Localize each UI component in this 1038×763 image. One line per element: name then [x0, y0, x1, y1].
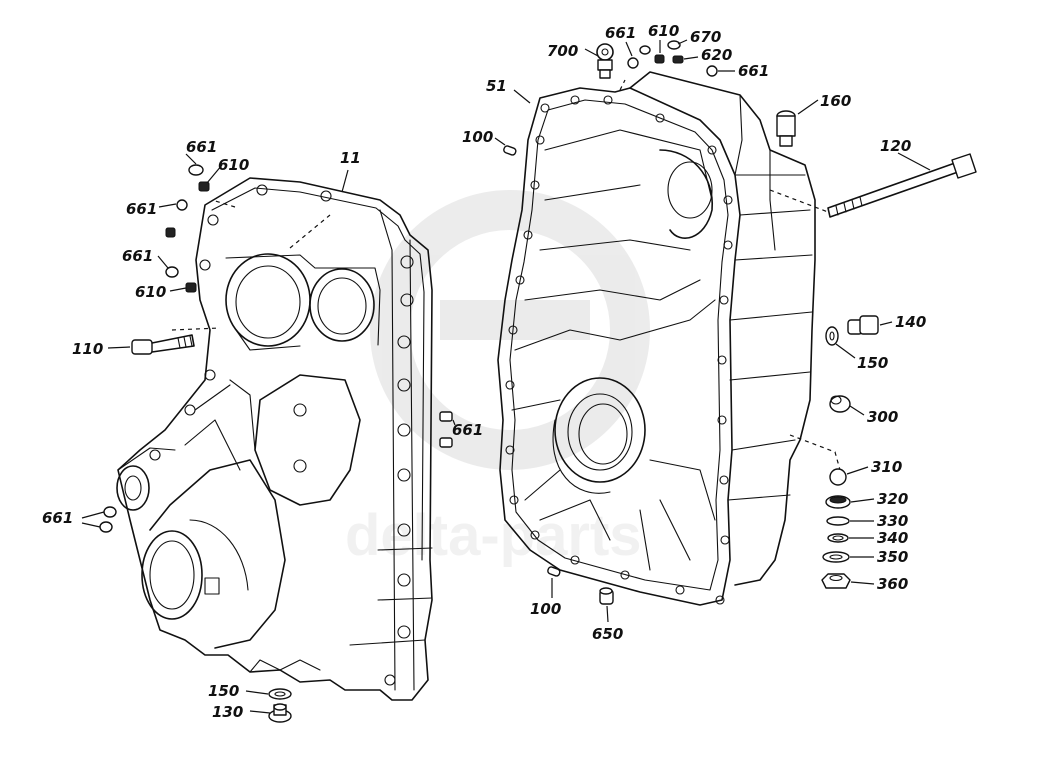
label-670: 670 — [690, 28, 721, 46]
bolt-120 — [827, 153, 977, 218]
bolt-110 — [131, 334, 195, 355]
washer-150-a — [268, 688, 292, 700]
label-661-c: 661 — [122, 247, 153, 265]
eye-bolt-700 — [596, 43, 614, 79]
label-120: 120 — [880, 137, 911, 155]
label-11: 11 — [340, 149, 361, 167]
label-100-a: 100 — [462, 128, 493, 146]
ring-320 — [825, 495, 851, 509]
label-360: 360 — [877, 575, 908, 593]
plug-670 — [667, 40, 681, 50]
label-330: 330 — [877, 512, 908, 530]
plug-610-a — [198, 181, 210, 192]
label-610-c: 610 — [648, 22, 679, 40]
plug-661-b1 — [176, 199, 188, 211]
plug-661-d2 — [439, 437, 453, 448]
leader-lines — [81, 39, 931, 714]
label-661-d: 661 — [452, 421, 483, 439]
plug-610-b — [185, 282, 197, 293]
label-160: 160 — [820, 92, 851, 110]
label-620: 620 — [701, 46, 732, 64]
label-340: 340 — [877, 529, 908, 547]
ring-350 — [822, 551, 850, 563]
pin-100-b — [547, 566, 561, 577]
plug-661-d1 — [439, 411, 453, 422]
label-661-e: 661 — [42, 509, 73, 527]
plug-160 — [776, 110, 796, 147]
label-110: 110 — [72, 340, 103, 358]
label-700: 700 — [547, 42, 578, 60]
left-housing-11 — [116, 177, 433, 701]
plug-650 — [599, 587, 614, 605]
pin-100-a — [503, 145, 517, 156]
callout-labels: 661 610 11 661 661 610 110 661 661 150 1… — [42, 22, 926, 721]
label-310: 310 — [871, 458, 902, 476]
label-661-g: 661 — [738, 62, 769, 80]
plug-661-b2 — [165, 227, 176, 238]
label-661-b: 661 — [126, 200, 157, 218]
plug-130 — [268, 703, 292, 723]
right-housing-51 — [497, 71, 841, 606]
plug-661-c — [165, 266, 179, 278]
label-130: 130 — [212, 703, 243, 721]
watermark-text: delta-parts — [345, 503, 642, 568]
plug-620 — [672, 55, 684, 64]
label-100-b: 100 — [530, 600, 561, 618]
ball-310 — [829, 468, 847, 486]
label-610-b: 610 — [135, 283, 166, 301]
label-650: 650 — [592, 625, 623, 643]
plug-661-a — [188, 164, 204, 176]
label-661-f: 661 — [605, 24, 636, 42]
label-610-a: 610 — [218, 156, 249, 174]
label-51: 51 — [486, 77, 507, 95]
left-small-parts — [99, 164, 453, 723]
label-320: 320 — [877, 490, 908, 508]
plug-661-e1 — [103, 506, 117, 518]
label-300: 300 — [867, 408, 898, 426]
label-150-b: 150 — [857, 354, 888, 372]
plug-140 — [847, 315, 879, 335]
plug-661-f2 — [639, 45, 651, 55]
plug-661-f — [627, 57, 639, 69]
label-150-a: 150 — [208, 682, 239, 700]
label-661-a: 661 — [186, 138, 217, 156]
label-350: 350 — [877, 548, 908, 566]
plug-610-c — [654, 54, 665, 64]
plug-661-e2 — [99, 521, 113, 533]
ring-330 — [826, 516, 850, 526]
washer-150-b — [825, 326, 839, 346]
label-140: 140 — [895, 313, 926, 331]
nut-360 — [821, 573, 851, 589]
plug-661-g — [706, 65, 718, 77]
ring-340 — [827, 533, 849, 543]
plug-300 — [829, 395, 851, 413]
right-small-parts — [503, 40, 977, 605]
